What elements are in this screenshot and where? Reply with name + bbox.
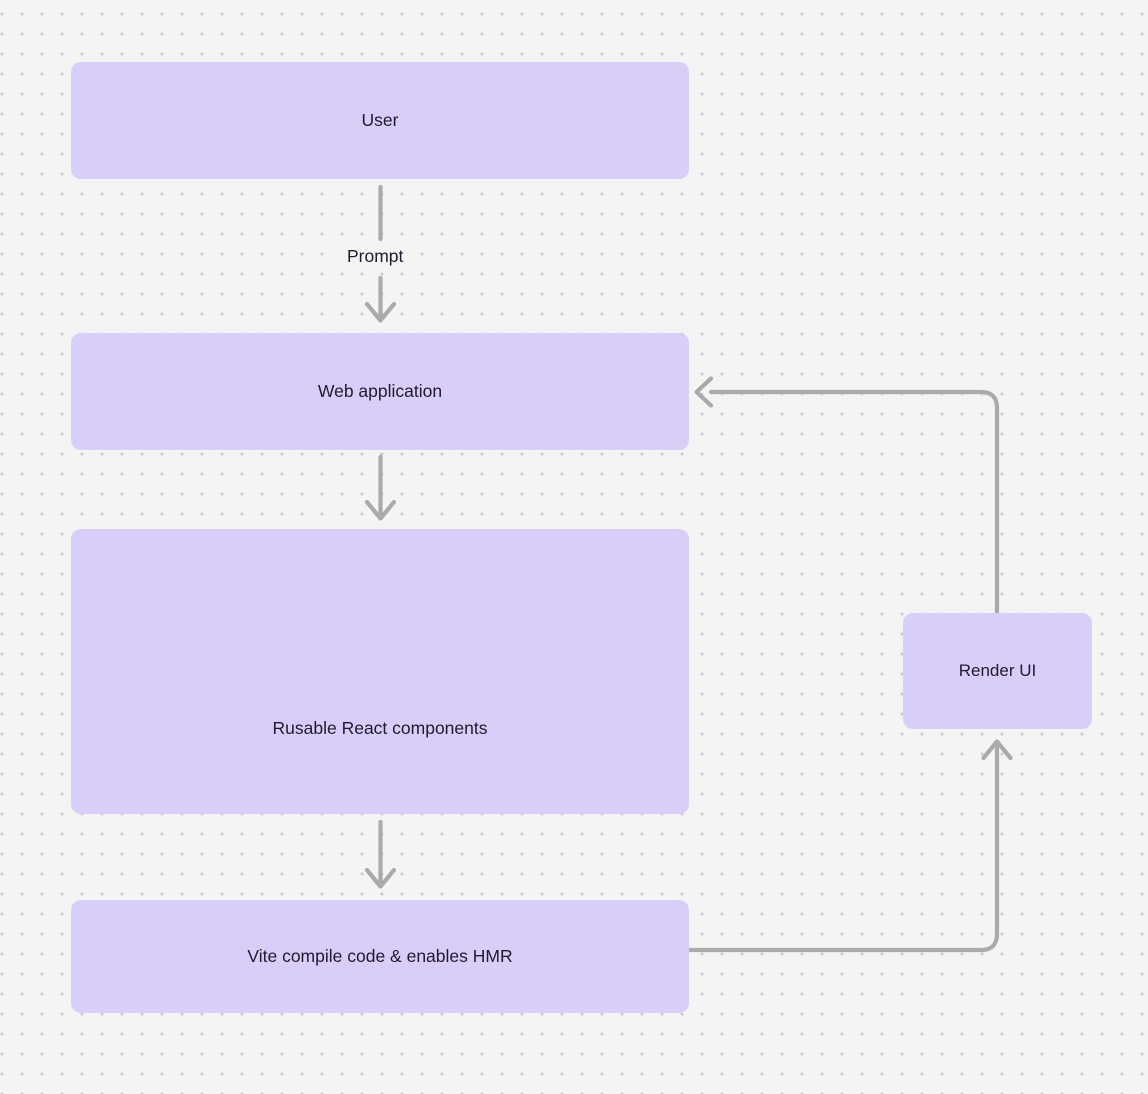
node-react-components-caption: Rusable React components xyxy=(272,718,488,738)
node-render-ui-label: Render UI xyxy=(958,660,1037,680)
edge-render-to-webapp xyxy=(694,376,1000,615)
node-user[interactable]: User xyxy=(71,62,689,179)
node-react-components[interactable]: HTML = structure CSS = Styles & Layouts … xyxy=(71,529,689,814)
node-web-application-label: Web application xyxy=(317,380,443,401)
node-user-label: User xyxy=(361,109,399,130)
edge-webapp-to-react xyxy=(364,454,397,521)
edge-label-prompt: Prompt xyxy=(340,245,411,268)
edge-vite-to-render xyxy=(687,739,1013,953)
node-vite[interactable]: Vite compile code & enables HMR xyxy=(71,900,689,1013)
node-web-application[interactable]: Web application xyxy=(71,333,689,450)
node-render-ui[interactable]: Render UI xyxy=(903,613,1092,729)
node-vite-label: Vite compile code & enables HMR xyxy=(247,945,513,966)
edge-react-to-vite xyxy=(364,819,397,889)
